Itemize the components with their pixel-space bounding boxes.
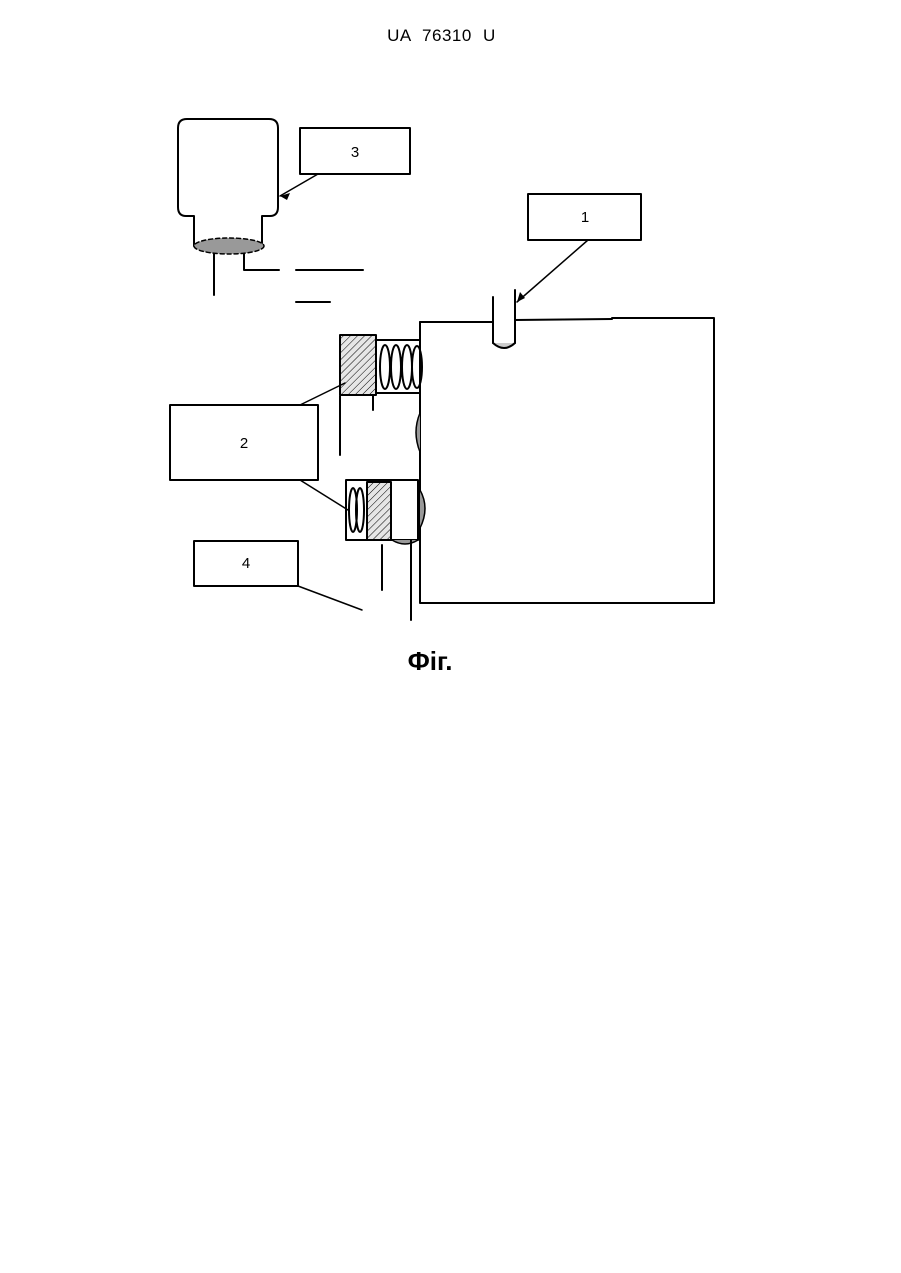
- main-housing: [420, 318, 714, 603]
- label-2-text: 2: [240, 435, 248, 452]
- label-3-text: 3: [351, 144, 359, 161]
- figure-caption: Фіг.: [380, 646, 480, 677]
- vessel-container: [178, 119, 278, 254]
- label-1-text: 1: [581, 209, 589, 226]
- outlet-tubes: [382, 540, 411, 620]
- housing-inlet-pipe: [493, 290, 515, 348]
- label-4-text: 4: [242, 555, 250, 572]
- lower-fitting: [346, 480, 425, 544]
